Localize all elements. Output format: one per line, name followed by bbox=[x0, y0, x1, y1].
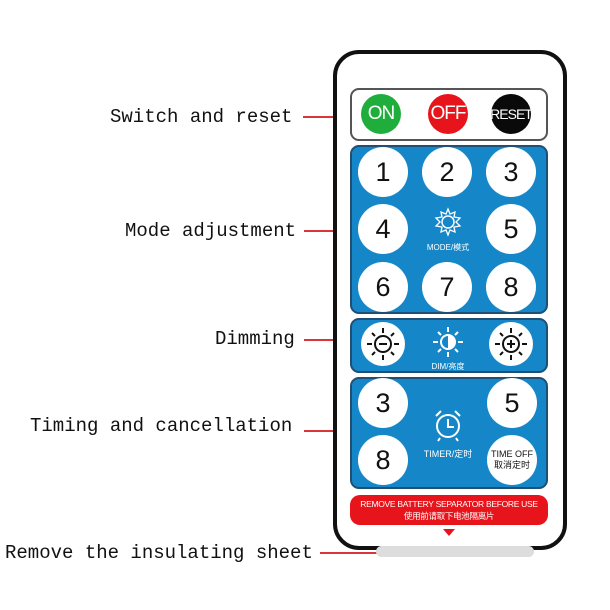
dim-caption: DIM/亮度 bbox=[431, 362, 465, 371]
brightness-icon bbox=[433, 327, 463, 357]
mode-button-5[interactable]: 5 bbox=[486, 204, 536, 254]
time-off-button[interactable]: TIME OFF 取消定时 bbox=[487, 435, 537, 485]
power-panel bbox=[350, 88, 548, 141]
dim-up-button[interactable] bbox=[489, 322, 533, 366]
timer-button-5[interactable]: 5 bbox=[487, 378, 537, 428]
timer-caption: TIMER/定时 bbox=[423, 449, 473, 459]
timer-button-3[interactable]: 3 bbox=[358, 378, 408, 428]
label-insulating-sheet: Remove the insulating sheet bbox=[5, 542, 313, 564]
mode-button-7[interactable]: 7 bbox=[422, 262, 472, 312]
gear-icon bbox=[434, 207, 462, 237]
leader-line bbox=[303, 116, 361, 118]
label-switch-reset: Switch and reset bbox=[110, 106, 293, 128]
timer-button-8[interactable]: 8 bbox=[358, 435, 408, 485]
leader-line bbox=[320, 552, 378, 554]
time-off-label-cn: 取消定时 bbox=[493, 460, 530, 470]
label-timing: Timing and cancellation bbox=[30, 415, 293, 437]
off-button[interactable]: OFF bbox=[428, 94, 468, 134]
insulating-sheet[interactable] bbox=[376, 546, 534, 557]
mode-button-2[interactable]: 2 bbox=[422, 147, 472, 197]
mode-button-8[interactable]: 8 bbox=[486, 262, 536, 312]
dim-down-button[interactable] bbox=[361, 322, 405, 366]
arrow-down-icon bbox=[443, 529, 455, 536]
on-button[interactable]: ON bbox=[361, 94, 401, 134]
banner-text-cn: 使用前请取下电池隔离片 bbox=[403, 511, 495, 521]
leader-line bbox=[304, 430, 359, 432]
mode-button-4[interactable]: 4 bbox=[358, 204, 408, 254]
label-dimming: Dimming bbox=[215, 328, 295, 350]
label-mode-adjustment: Mode adjustment bbox=[125, 220, 297, 242]
mode-button-6[interactable]: 6 bbox=[358, 262, 408, 312]
time-off-label: TIME OFF bbox=[491, 449, 533, 459]
leader-line bbox=[304, 339, 354, 341]
brightness-up-icon bbox=[495, 328, 527, 360]
mode-caption: MODE/模式 bbox=[426, 243, 470, 252]
banner-text: REMOVE BATTERY SEPARATOR BEFORE USE bbox=[360, 499, 538, 509]
alarm-clock-icon bbox=[435, 410, 461, 442]
leader-line bbox=[304, 230, 356, 232]
reset-button[interactable]: RESET bbox=[490, 94, 533, 134]
mode-button-3[interactable]: 3 bbox=[486, 147, 536, 197]
battery-warning-banner: REMOVE BATTERY SEPARATOR BEFORE USE 使用前请… bbox=[350, 495, 548, 525]
mode-button-1[interactable]: 1 bbox=[358, 147, 408, 197]
brightness-down-icon bbox=[367, 328, 399, 360]
